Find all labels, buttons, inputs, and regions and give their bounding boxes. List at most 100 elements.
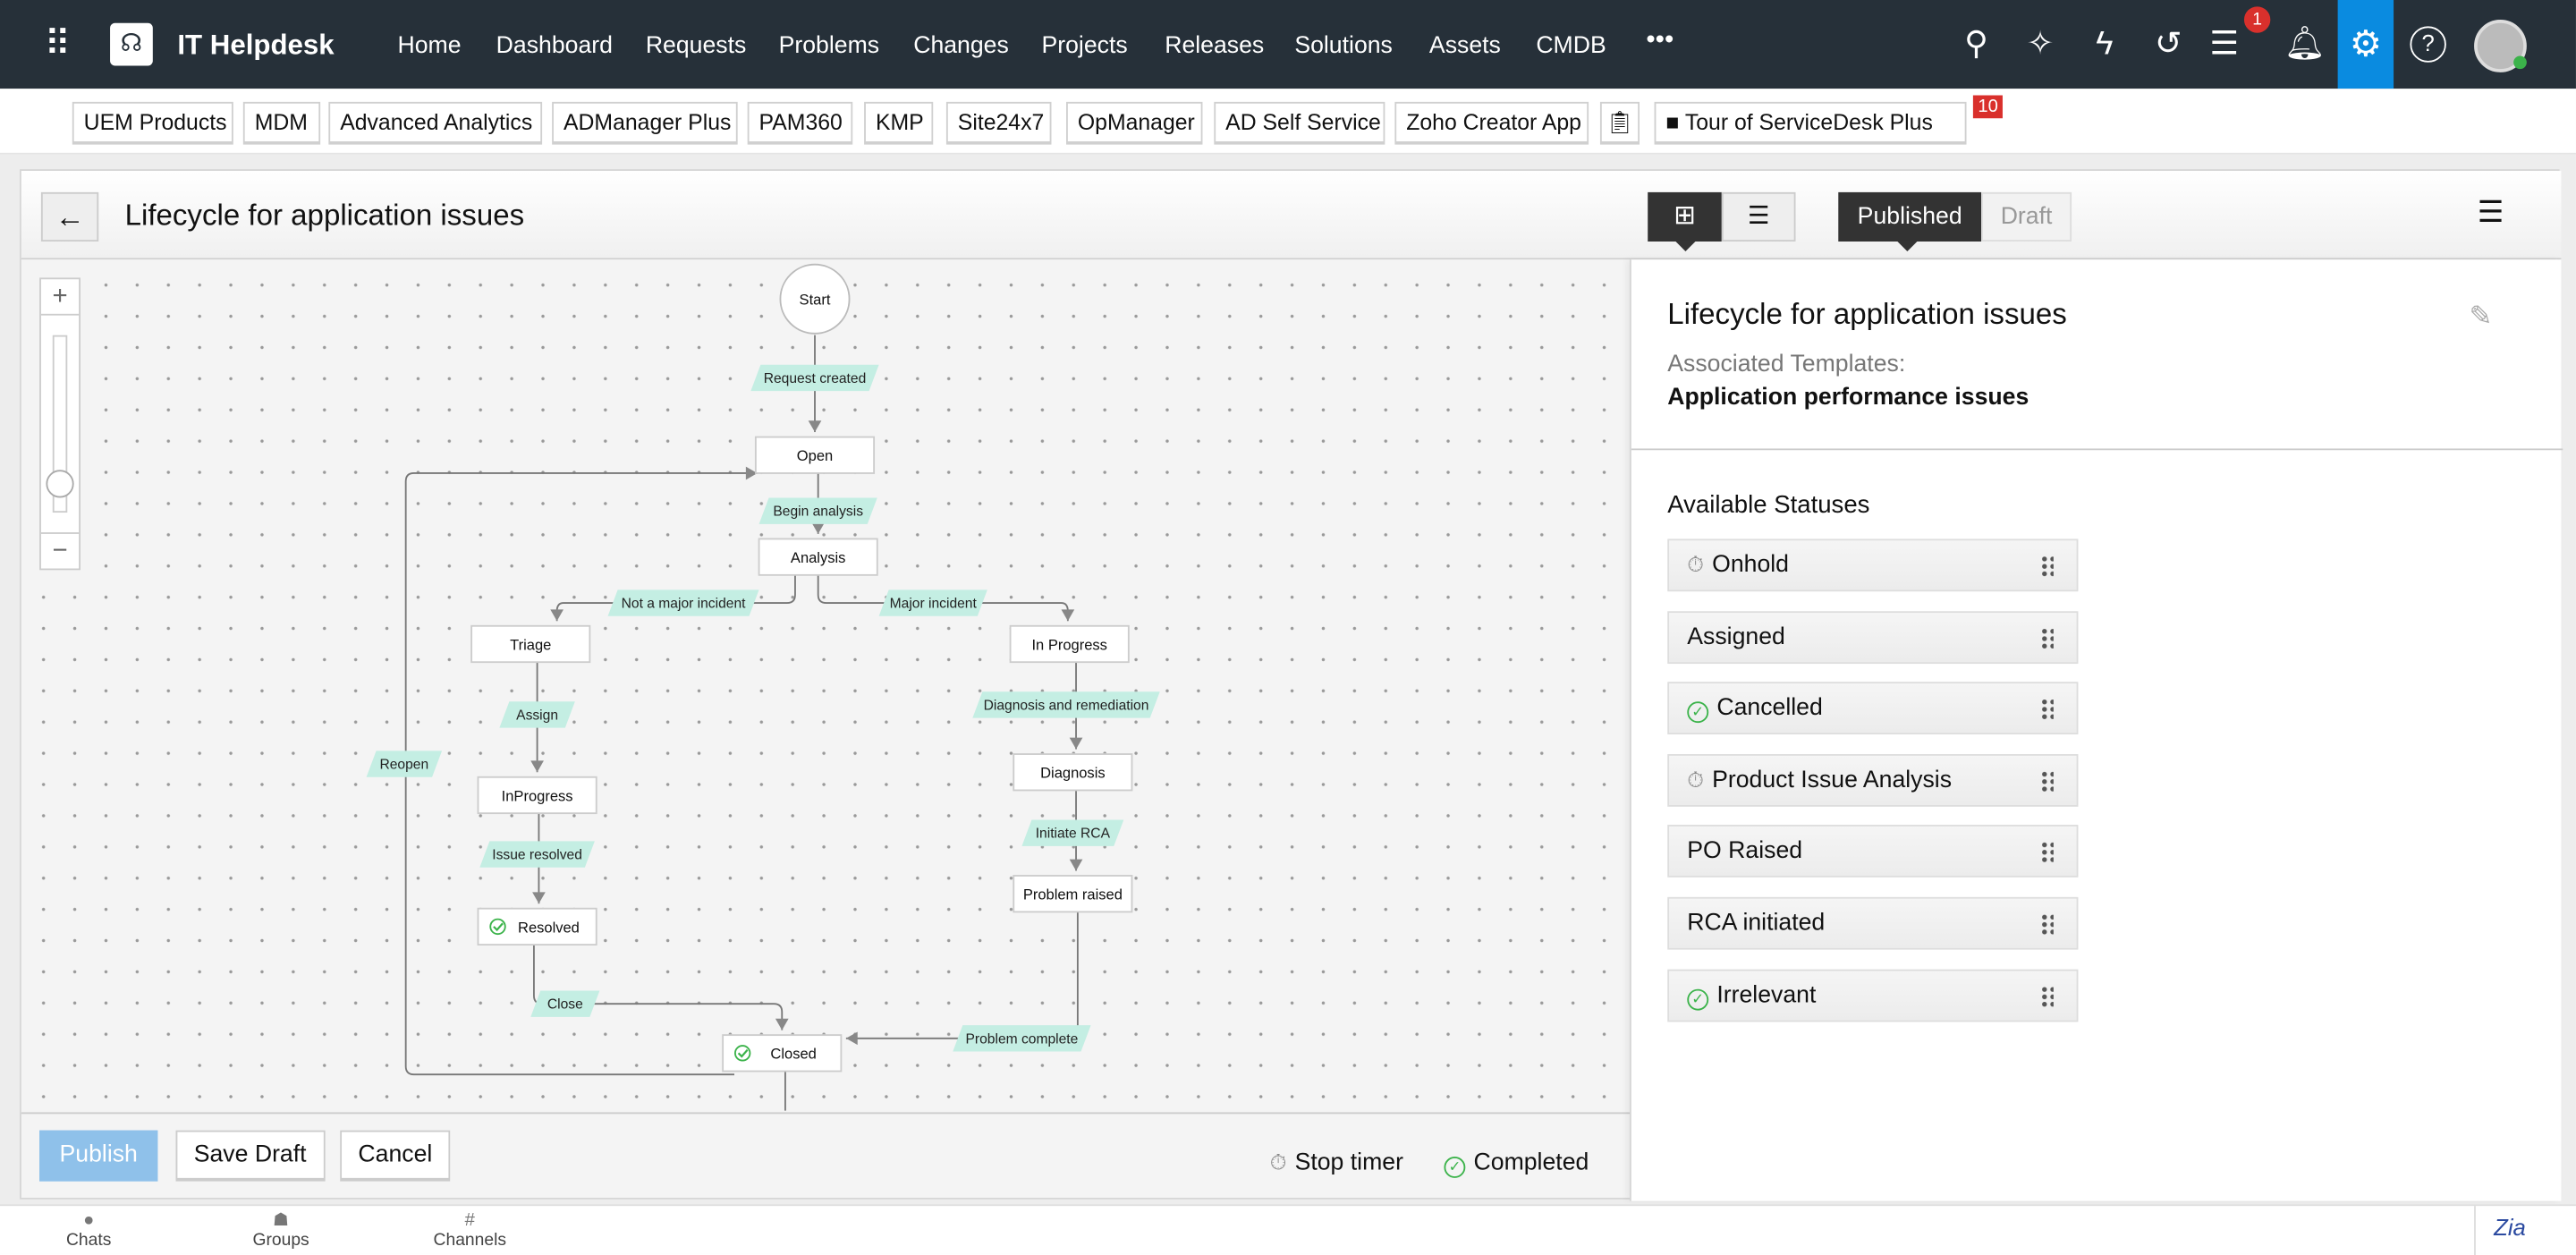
status-node-open[interactable]: Open <box>754 436 876 474</box>
status-node-resolved[interactable]: Resolved <box>477 907 597 946</box>
drag-handle-icon[interactable] <box>2040 770 2054 792</box>
zoom-slider-handle[interactable] <box>46 470 74 498</box>
clipboard-icon[interactable]: 📋︎ <box>1599 101 1640 145</box>
status-node-inprogress[interactable]: InProgress <box>477 776 597 815</box>
status-node-in-progress[interactable]: In Progress <box>1009 624 1130 664</box>
check-circle-icon: ✓ <box>1687 988 1709 1010</box>
cancel-button[interactable]: Cancel <box>340 1130 451 1182</box>
bottom-bar: ●Chats ☗Groups #Channels Zia <box>0 1204 2576 1255</box>
drag-handle-icon[interactable] <box>2040 555 2054 577</box>
nav-projects[interactable]: Projects <box>1041 32 1128 60</box>
status-node-closed[interactable]: Closed <box>722 1034 843 1073</box>
drag-handle-icon[interactable] <box>2040 913 2054 936</box>
settings-gear-icon[interactable]: ⚙ <box>2337 0 2394 89</box>
transition-label[interactable]: Problem complete <box>953 1025 1091 1052</box>
status-item[interactable]: PO Raised <box>1667 825 2079 878</box>
status-item[interactable]: ✓Cancelled <box>1667 682 2079 735</box>
status-node-problem-raised[interactable]: Problem raised <box>1013 875 1133 913</box>
divider <box>1631 448 2563 451</box>
app-link[interactable]: Advanced Analytics <box>328 101 543 145</box>
app-name: IT Helpdesk <box>177 30 335 61</box>
save-draft-button[interactable]: Save Draft <box>175 1130 325 1182</box>
transition-label[interactable]: Request created <box>750 364 879 392</box>
status-item[interactable]: ✓Irrelevant <box>1667 968 2079 1022</box>
edit-pencil-icon[interactable]: ✎ <box>2469 301 2493 333</box>
nav-solutions[interactable]: Solutions <box>1294 32 1393 60</box>
groups-button[interactable]: ☗Groups <box>240 1211 322 1251</box>
transition-text: Not a major incident <box>622 597 746 612</box>
status-item[interactable]: Assigned <box>1667 610 2079 664</box>
status-node-triage[interactable]: Triage <box>470 624 591 664</box>
search-icon[interactable]: ⚲ <box>1964 26 1989 63</box>
nav-problems[interactable]: Problems <box>778 32 880 60</box>
status-node-analysis[interactable]: Analysis <box>758 538 878 576</box>
node-label: In Progress <box>1031 636 1106 653</box>
list-view-icon[interactable]: ☰ <box>1721 191 1796 242</box>
nav-cmdb[interactable]: CMDB <box>1536 32 1606 60</box>
transition-connector <box>533 945 784 1030</box>
help-icon[interactable]: ? <box>2410 26 2446 63</box>
drag-handle-icon[interactable] <box>2040 985 2054 1007</box>
transition-label[interactable]: Initiate RCA <box>1021 819 1124 846</box>
apps-grid-icon[interactable]: ⠿ <box>44 22 72 64</box>
drag-handle-icon[interactable] <box>2040 842 2054 863</box>
check-circle-icon: ✓ <box>1444 1157 1466 1178</box>
chats-button[interactable]: ●Chats <box>47 1211 130 1251</box>
status-node-diagnosis[interactable]: Diagnosis <box>1013 753 1133 792</box>
status-item[interactable]: ⏱Product Issue Analysis <box>1667 753 2079 807</box>
app-link[interactable]: AD Self Service <box>1214 101 1385 145</box>
transition-label[interactable]: Diagnosis and remediation <box>972 691 1160 718</box>
draft-toggle[interactable]: Draft <box>1981 191 2072 242</box>
nav-releases[interactable]: Releases <box>1165 32 1265 60</box>
zoom-out-icon[interactable]: − <box>40 532 80 568</box>
tasks-icon[interactable]: ☰ <box>2209 26 2240 63</box>
drag-handle-icon[interactable] <box>2040 698 2054 720</box>
app-link[interactable]: ADManager Plus <box>552 101 738 145</box>
pointer <box>1895 240 1919 263</box>
status-node-start[interactable]: Start <box>779 263 851 335</box>
drag-handle-icon[interactable] <box>2040 626 2054 649</box>
back-arrow-icon[interactable]: ← <box>40 191 99 242</box>
zoom-slider-track[interactable] <box>52 335 68 513</box>
app-link[interactable]: UEM Products <box>72 101 233 145</box>
transition-label[interactable]: Assign <box>499 701 575 728</box>
app-link[interactable]: Site24x7 <box>945 101 1052 145</box>
zoom-in-icon[interactable]: + <box>40 279 80 316</box>
nav-assets[interactable]: Assets <box>1428 32 1501 60</box>
publish-button[interactable]: Publish <box>39 1130 158 1182</box>
status-item[interactable]: ⏱Onhold <box>1667 538 2079 592</box>
avatar[interactable] <box>2474 20 2527 72</box>
nav-requests[interactable]: Requests <box>645 32 747 60</box>
transition-label[interactable]: Close <box>530 990 600 1017</box>
zia-logo-icon[interactable]: Zia <box>2494 1214 2526 1241</box>
transition-label[interactable]: Reopen <box>366 750 443 777</box>
tour-button[interactable]: ■ Tour of ServiceDesk Plus <box>1654 101 1967 145</box>
app-link[interactable]: MDM <box>242 101 321 145</box>
transition-label[interactable]: Not a major incident <box>607 589 759 616</box>
more-menu[interactable]: ••• <box>1646 26 1674 55</box>
transition-label[interactable]: Begin analysis <box>758 497 877 524</box>
status-item[interactable]: RCA initiated <box>1667 896 2079 950</box>
transition-label[interactable]: Major incident <box>878 589 987 616</box>
app-link[interactable]: PAM360 <box>747 101 853 145</box>
app-link[interactable]: Zoho Creator App <box>1394 101 1589 145</box>
app-link[interactable]: KMP <box>864 101 934 145</box>
history-icon[interactable]: ↺ <box>2155 26 2182 63</box>
lightning-icon[interactable]: ϟ <box>2096 26 2114 63</box>
published-toggle[interactable]: Published <box>1838 191 1982 242</box>
app-link[interactable]: OpManager <box>1066 101 1203 145</box>
nav-home[interactable]: Home <box>397 32 462 60</box>
ai-sparkle-icon[interactable]: ✧ <box>2026 26 2055 63</box>
diagram-view-icon[interactable]: ⊞ <box>1648 191 1722 242</box>
channels-button[interactable]: #Channels <box>428 1211 511 1251</box>
nav-dashboard[interactable]: Dashboard <box>496 32 613 60</box>
workflow-editor: ← Lifecycle for application issues ⊞ ☰ P… <box>20 169 2563 1201</box>
stopwatch-icon: ⏱ <box>1687 767 1704 792</box>
transition-label[interactable]: Issue resolved <box>479 841 595 868</box>
zoom-control: + − <box>39 277 80 571</box>
transition-text: Begin analysis <box>773 505 863 520</box>
hamburger-menu-icon[interactable]: ☰ <box>2477 195 2504 229</box>
nav-changes[interactable]: Changes <box>913 32 1009 60</box>
bell-icon[interactable]: 🔔︎ <box>2284 26 2326 63</box>
